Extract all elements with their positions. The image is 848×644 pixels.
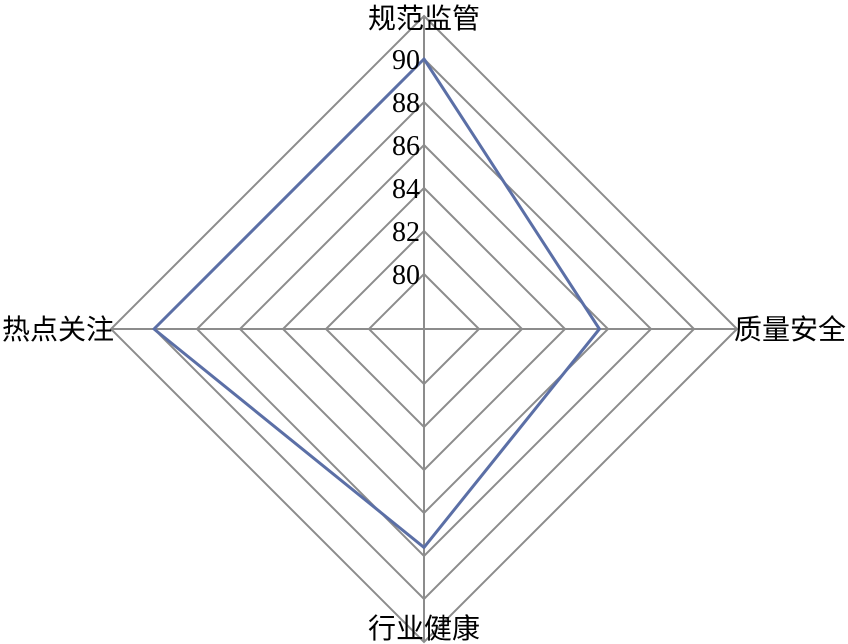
series-line <box>152 57 601 549</box>
axis-label: 热点关注 <box>2 313 114 346</box>
tick-label: 86 <box>392 131 420 162</box>
axis-label: 行业健康 <box>368 612 480 644</box>
tick-label: 82 <box>392 217 420 248</box>
grid <box>109 14 739 644</box>
series-layer <box>152 57 601 549</box>
tick-label: 90 <box>392 45 420 76</box>
axis-label: 质量安全 <box>734 313 846 346</box>
axis-label: 规范监管 <box>368 2 480 35</box>
tick-label: 88 <box>392 88 420 119</box>
tick-labels: 80 82 84 86 88 90 <box>392 45 420 291</box>
tick-label: 84 <box>392 174 420 205</box>
tick-label: 80 <box>392 260 420 291</box>
